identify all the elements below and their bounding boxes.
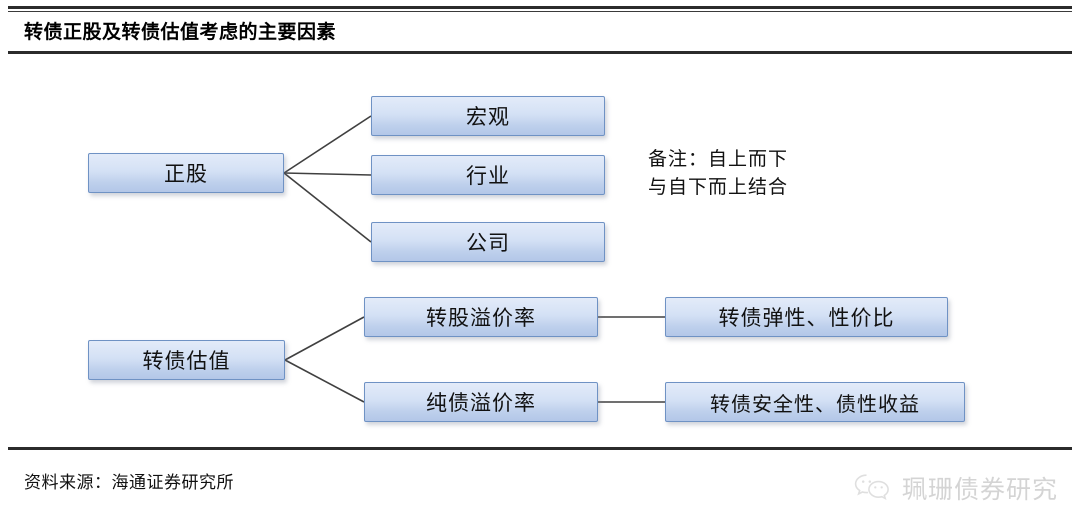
source-note: 资料来源：海通证券研究所 (24, 473, 234, 492)
connector-valuation-to-conversion-premium (284, 316, 365, 361)
connector-stock-to-company (283, 172, 372, 243)
footer-rule (8, 447, 1072, 450)
node-bond-safety-yield[interactable]: 转债安全性、债性收益 (665, 382, 965, 422)
node-industry[interactable]: 行业 (371, 155, 605, 195)
node-bond-elasticity-value[interactable]: 转债弹性、性价比 (665, 297, 948, 337)
header-rule-top-thin (8, 11, 1072, 12)
node-company[interactable]: 公司 (371, 222, 605, 262)
node-stock[interactable]: 正股 (88, 153, 284, 193)
header-rule-top (8, 6, 1072, 9)
connector-valuation-to-bond-premium (284, 359, 365, 403)
wechat-icon (854, 474, 889, 500)
connector-layer (283, 115, 665, 403)
connector-stock-to-macro (283, 115, 372, 174)
diagram-canvas: 正股 宏观 行业 公司 备注：自上而下 与自下而上结合 转债估值 转股溢价率 纯… (0, 54, 1080, 447)
node-convertible-bond-valuation[interactable]: 转债估值 (88, 340, 285, 380)
header-rule-bottom (8, 51, 1072, 54)
node-pure-bond-premium-rate[interactable]: 纯债溢价率 (364, 382, 598, 422)
diagram-note: 备注：自上而下 与自下而上结合 (648, 149, 789, 198)
node-macro[interactable]: 宏观 (371, 96, 605, 136)
watermark: 珮珊债券研究 (853, 470, 1058, 506)
connector-stock-to-industry (283, 172, 372, 176)
node-conversion-premium-rate[interactable]: 转股溢价率 (364, 297, 598, 337)
page-title: 转债正股及转债估值考虑的主要因素 (24, 22, 337, 43)
watermark-text: 珮珊债券研究 (901, 477, 1058, 504)
